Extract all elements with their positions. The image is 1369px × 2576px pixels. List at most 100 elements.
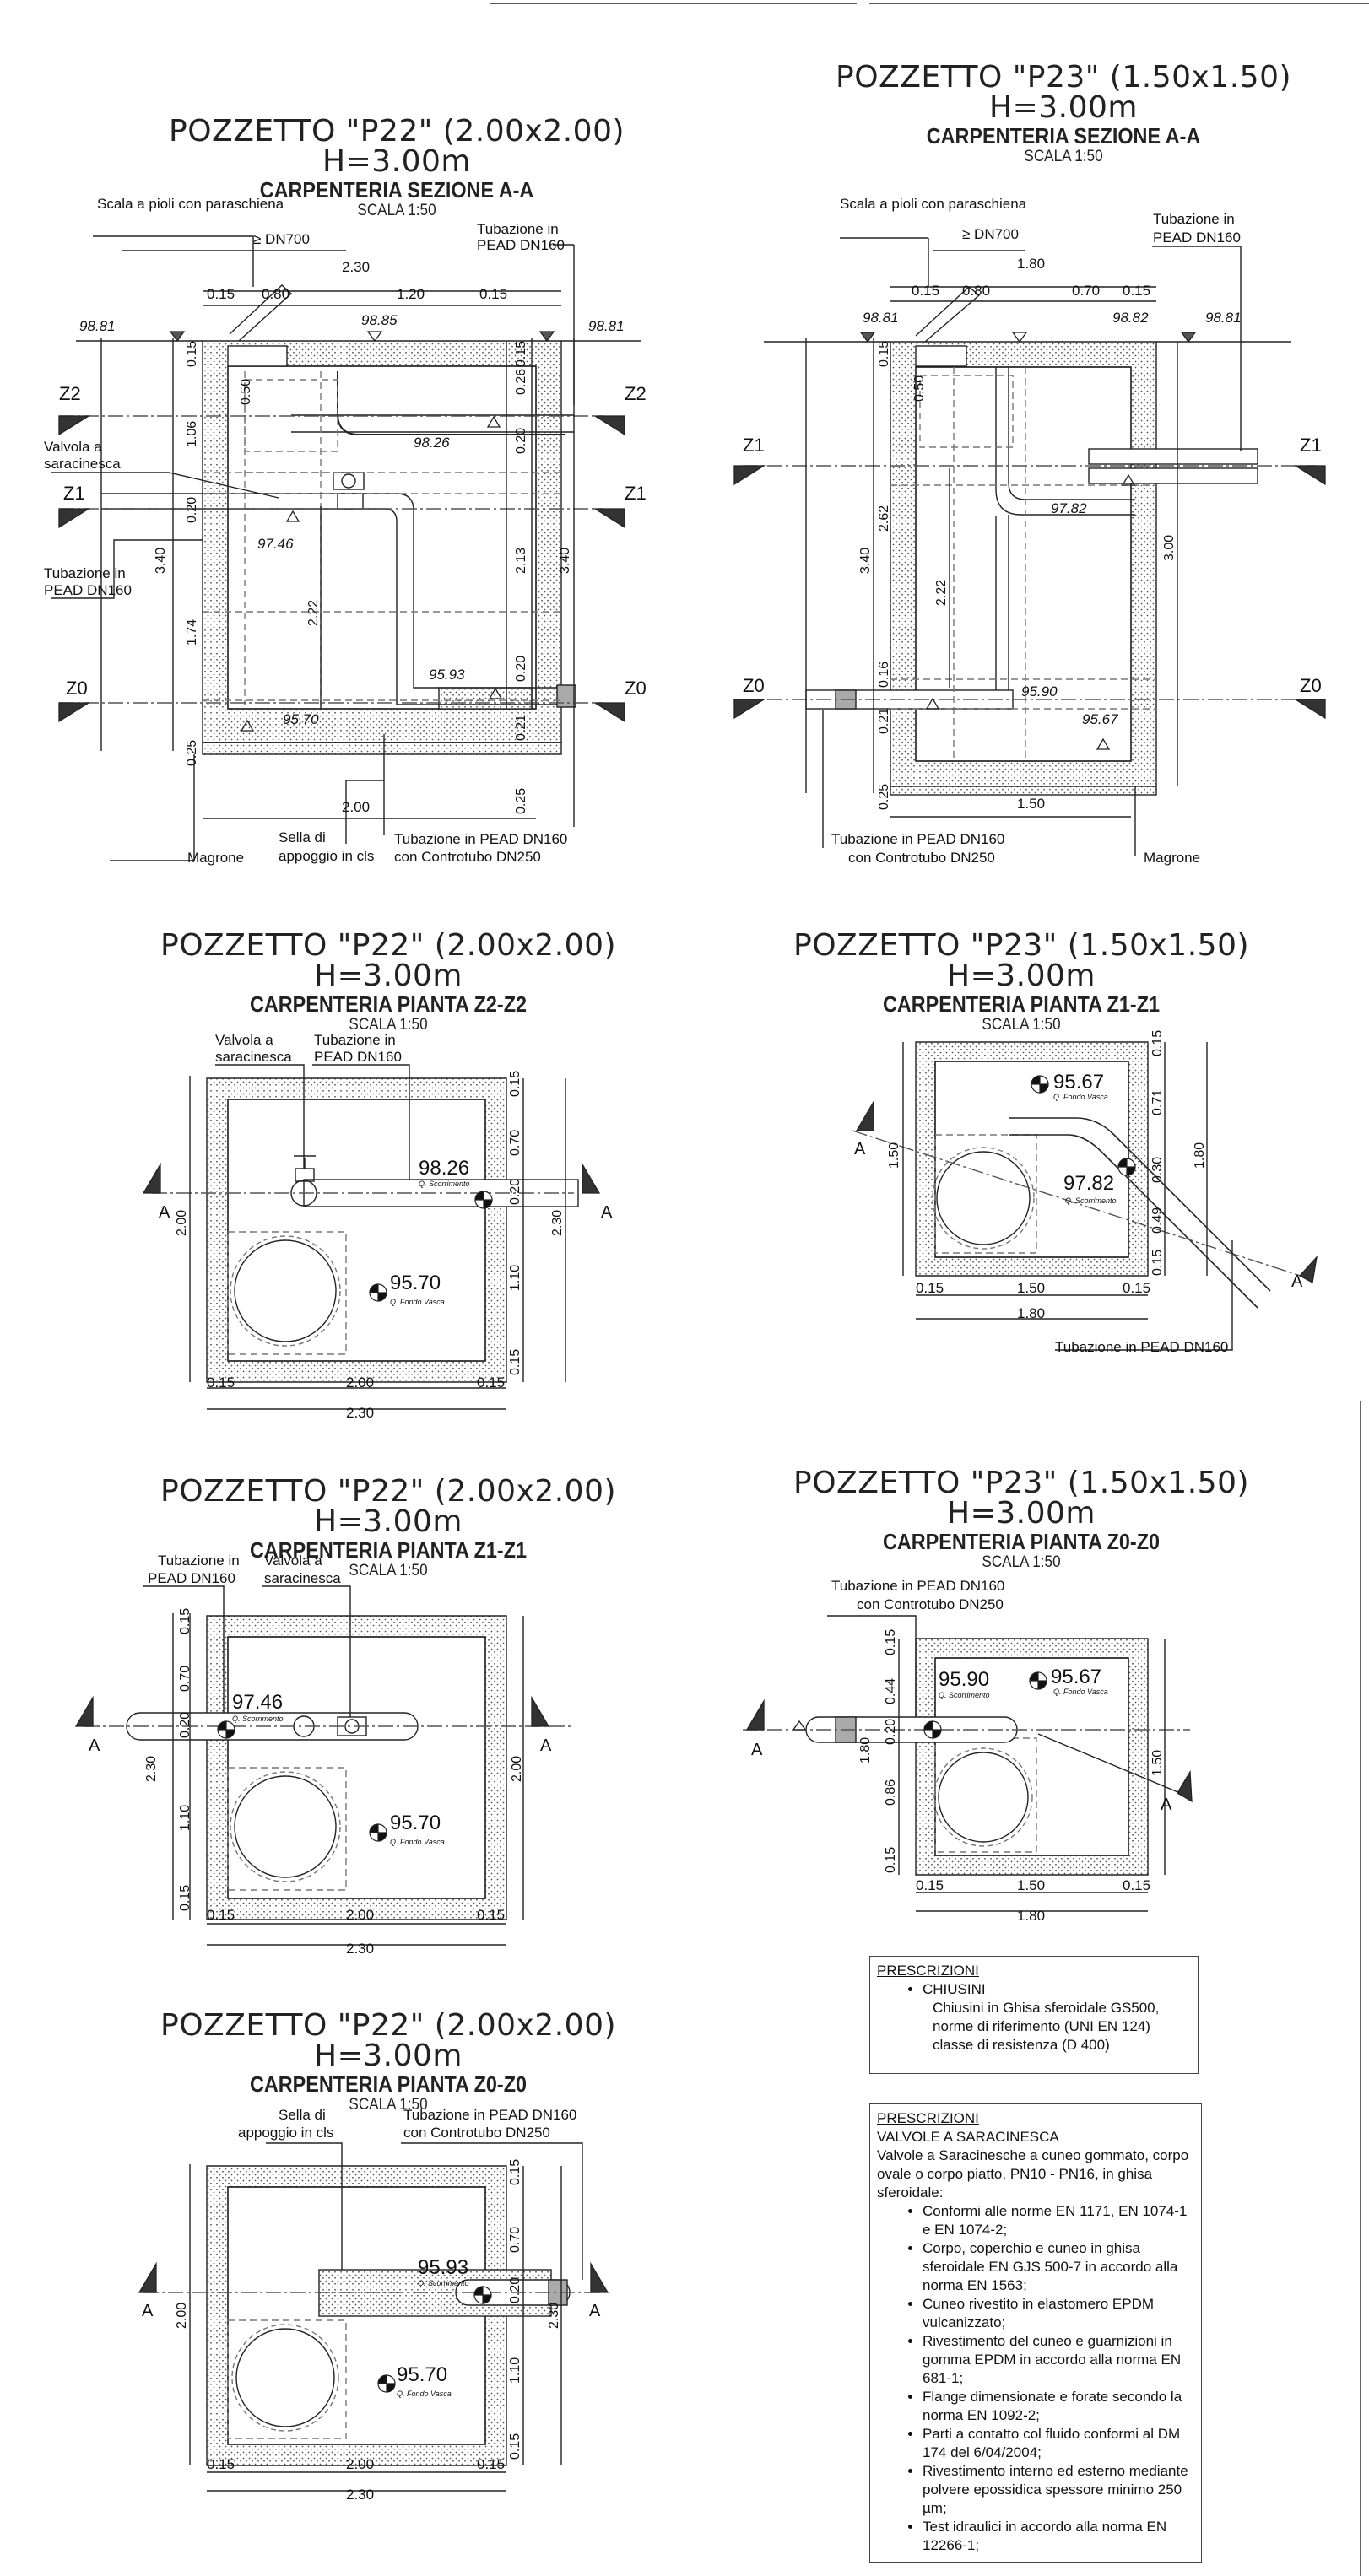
title-p22-z1: POZZETTO "P22" (2.00x2.00) H=3.00m CARPE… — [101, 1477, 675, 1580]
notes-intro: Valvole a Saracinesche a cuneo gommato, … — [877, 2147, 1189, 2201]
level-97-82: 97.82 — [1063, 1172, 1114, 1195]
label-pipe: Tubazione in — [44, 565, 126, 581]
notes-item: Cuneo rivestito in elastomero EPDM vulca… — [923, 2295, 1194, 2332]
label-valve: Valvola a — [44, 439, 102, 455]
notes-list: Conformi alle norme EN 1171, EN 1074-1 e… — [877, 2202, 1194, 2555]
level-98-81: 98.81 — [1205, 310, 1242, 326]
notes-item: Parti a contatto col fluido conformi al … — [923, 2425, 1194, 2462]
section-arrow-z0-left — [733, 699, 766, 720]
section-arrow-z1-left — [733, 465, 766, 486]
title-sub: CARPENTERIA PIANTA Z2-Z2 — [249, 991, 528, 1017]
title-main: POZZETTO "P23" (1.50x1.50) H=3.00m — [793, 928, 1250, 993]
title-sub: CARPENTERIA PIANTA Z0-Z0 — [249, 2071, 528, 2097]
level-symbol — [377, 2374, 396, 2393]
dim: 1.20 — [397, 286, 425, 302]
label-pipe: Tubazione in — [314, 1032, 396, 1048]
dim: 0.20 — [508, 1179, 522, 1205]
p22-section-drawing — [51, 235, 641, 861]
dim: 0.25 — [514, 788, 528, 814]
label-valve: Valvola a — [264, 1553, 322, 1569]
notes-chiusini: PRESCRIZIONI CHIUSINI Chiusini in Ghisa … — [869, 1956, 1199, 2074]
label-q-fondo: Q. Fondo Vasca — [390, 1298, 445, 1306]
label-pipe: con Controtubo DN250 — [857, 1596, 1004, 1612]
saddle-support — [438, 687, 533, 710]
dim: 1.10 — [508, 1265, 522, 1291]
dim: 0.25 — [877, 784, 891, 810]
level-95-90: 95.90 — [939, 1668, 989, 1691]
dim: 2.30 — [346, 1405, 374, 1421]
dim: 0.15 — [207, 286, 235, 302]
title-main: POZZETTO "P22" (2.00x2.00) H=3.00m — [168, 114, 625, 179]
label-q-scorr: Q. Scorrimento — [419, 1180, 470, 1188]
zone-label: Z0 — [1300, 675, 1322, 696]
level-symbol — [473, 2286, 492, 2304]
title-main: POZZETTO "P22" (2.00x2.00) H=3.00m — [160, 928, 617, 993]
dim: 0.15 — [884, 1847, 898, 1873]
level-95-93: 95.93 — [418, 2256, 468, 2279]
dim: 2.00 — [175, 2303, 189, 2329]
dim: 0.15 — [178, 1885, 192, 1911]
level-95-67: 95.67 — [1053, 1071, 1104, 1094]
label-pipe: Tubazione in — [158, 1553, 240, 1569]
dim: 0.15 — [514, 341, 528, 367]
section-markers — [58, 415, 1326, 2293]
dim: 2.00 — [346, 1907, 374, 1923]
notes-item: Flange dimensionate e forate secondo la … — [923, 2388, 1194, 2425]
label-ladder: Scala a pioli con paraschiena — [97, 196, 284, 212]
dim: 0.15 — [916, 1280, 944, 1296]
label-pipe-dn: PEAD DN160 — [314, 1049, 402, 1065]
dim: 0.70 — [1072, 283, 1100, 299]
label-pipe-dn: PEAD DN160 — [148, 1570, 235, 1586]
level-97-82: 97.82 — [1051, 500, 1087, 516]
dim: 0.50 — [912, 375, 927, 402]
section-arrow-a-left — [142, 1162, 161, 1194]
dim: 0.15 — [1150, 1030, 1165, 1056]
dim: 2.22 — [306, 600, 321, 626]
title-p22-z2: POZZETTO "P22" (2.00x2.00) H=3.00m CARPE… — [101, 928, 675, 1034]
p23-section-drawing — [743, 237, 1317, 856]
label-q-fondo: Q. Fondo Vasca — [1053, 1093, 1108, 1101]
zone-label: Z2 — [59, 383, 81, 404]
label-saddle: Sella di — [279, 2107, 326, 2123]
title-sub: CARPENTERIA PIANTA Z0-Z0 — [882, 1529, 1161, 1554]
p23-plan-z0 — [743, 1615, 1191, 1912]
title-scale: SCALA 1:50 — [349, 1016, 428, 1034]
title-sub: CARPENTERIA SEZIONE A-A — [259, 177, 534, 203]
label-magrone: Magrone — [1144, 850, 1200, 866]
section-arrow-a-right — [582, 1162, 601, 1194]
level-95-70: 95.70 — [283, 711, 319, 727]
dim: 2.30 — [346, 2487, 374, 2503]
notes-item: Conformi alle norme EN 1171, EN 1074-1 e… — [923, 2202, 1194, 2239]
level-98-81: 98.81 — [79, 318, 116, 334]
label-saddle: appoggio in cls — [238, 2125, 333, 2141]
dim: 0.15 — [477, 1374, 505, 1391]
dim: 0.16 — [877, 662, 891, 688]
level-symbol — [1031, 1075, 1049, 1094]
level-97-46: 97.46 — [257, 536, 294, 552]
dim: 0.15 — [207, 1907, 235, 1923]
zone-label: Z0 — [66, 678, 88, 699]
label-pipe-dn: PEAD DN160 — [1153, 230, 1241, 246]
label-pipe-dn: PEAD DN160 — [44, 582, 132, 598]
title-main: POZZETTO "P23" (1.50x1.50) H=3.00m — [835, 60, 1292, 125]
section-arrow-a-left — [74, 1695, 94, 1727]
dim: 0.21 — [877, 708, 891, 734]
dim: 2.00 — [342, 799, 370, 815]
label-dn700: ≥ DN700 — [253, 231, 310, 247]
notes-heading: PRESCRIZIONI — [877, 1963, 979, 1979]
dim: 0.15 — [508, 2433, 522, 2460]
section-a-label: A — [89, 1736, 100, 1755]
dim: 2.13 — [514, 548, 528, 574]
dim: 1.50 — [1017, 1877, 1045, 1893]
dim: 0.15 — [1123, 1280, 1150, 1296]
dim: 1.06 — [185, 421, 199, 447]
section-arrow-z2-left — [58, 415, 91, 436]
p22-plan-z2 — [152, 1064, 579, 1410]
dim: 0.80 — [262, 286, 289, 302]
dim: 0.80 — [962, 283, 990, 299]
dim: 0.20 — [884, 1719, 898, 1745]
dim: 2.30 — [144, 1756, 159, 1782]
label-pipe: Tubazione in PEAD DN160 — [394, 831, 567, 847]
level-symbol — [1117, 1158, 1136, 1176]
dim: 0.70 — [508, 1130, 522, 1156]
